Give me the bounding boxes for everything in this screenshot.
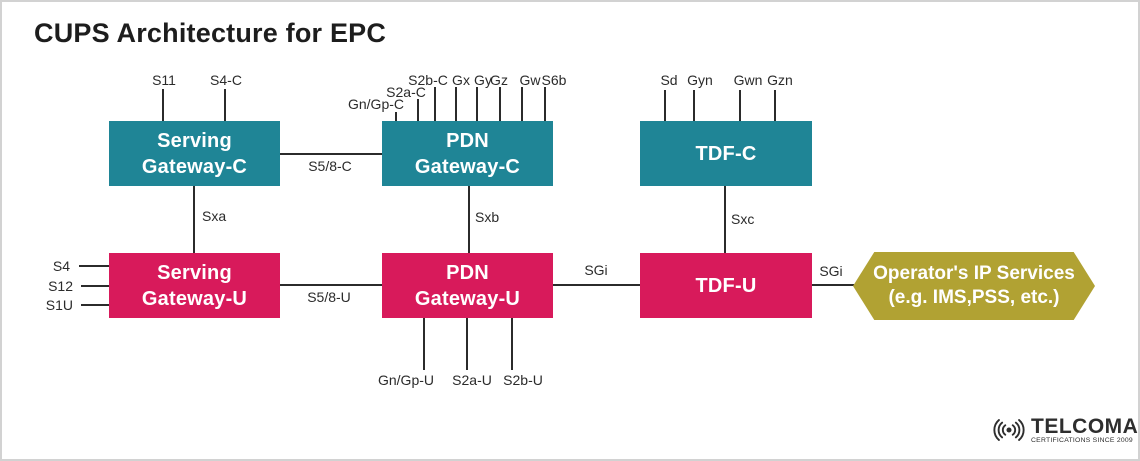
node-serving-gateway-c: Serving Gateway-C — [109, 121, 280, 186]
node-label: Gateway-C — [141, 155, 248, 178]
interface-label-sxa: Sxa — [202, 208, 227, 224]
interface-label-gz: Gz — [490, 72, 508, 88]
wireless-signal-icon — [993, 419, 1025, 441]
node-tdf-c: TDF-C — [640, 121, 812, 186]
node-label: Gateway-C — [414, 155, 521, 178]
node-operator-ip-services: Operator's IP Services (e.g. IMS,PSS, et… — [853, 252, 1095, 320]
interface-label-s12: S12 — [48, 278, 73, 294]
node-label: Gateway-U — [141, 287, 248, 310]
node-tdf-u: TDF-U — [640, 253, 812, 318]
logo-brand: TELCOMA — [1031, 414, 1139, 438]
interface-label-s5-8-c: S5/8-C — [308, 158, 352, 174]
interface-label-s2b-u: S2b-U — [503, 372, 543, 388]
interface-label-sxc: Sxc — [731, 211, 755, 227]
node-pdn-gateway-c: PDN Gateway-C — [382, 121, 553, 186]
node-label: TDF-C — [695, 142, 757, 165]
interface-label-gwn: Gwn — [733, 72, 763, 88]
interface-label-s6b: S6b — [541, 72, 567, 88]
interface-label-gn-gp-c: Gn/Gp-C — [347, 96, 405, 112]
interface-label-s1u: S1U — [45, 297, 73, 313]
interface-label-s11: S11 — [152, 72, 176, 88]
logo-text: TELCOMA CERTIFICATIONS SINCE 2009 — [1031, 414, 1139, 444]
node-label: Serving — [157, 129, 232, 152]
node-label: PDN — [446, 129, 489, 152]
interface-label-sgi-2: SGi — [819, 263, 843, 279]
interface-label-gn-gp-u: Gn/Gp-U — [377, 372, 435, 388]
node-label: TDF-U — [695, 274, 757, 297]
interface-label-s2a-c: S2a-C — [386, 84, 426, 100]
interface-label-gzn: Gzn — [767, 72, 793, 88]
node-label: (e.g. IMS,PSS, etc.) — [888, 287, 1060, 308]
node-label: PDN — [446, 261, 489, 284]
node-serving-gateway-u: Serving Gateway-U — [109, 253, 280, 318]
interface-label-s4-c: S4-C — [210, 72, 242, 88]
node-label: Serving — [157, 261, 232, 284]
interface-label-sxb: Sxb — [475, 209, 500, 225]
interface-label-s2b-c: S2b-C — [408, 72, 448, 88]
interface-label-sgi-1: SGi — [584, 262, 608, 278]
node-label: Operator's IP Services — [873, 263, 1075, 284]
logo-tagline: CERTIFICATIONS SINCE 2009 — [1031, 436, 1133, 444]
interface-label-s5-8-u: S5/8-U — [307, 289, 351, 305]
interface-label-gyn: Gyn — [687, 72, 713, 88]
node-label: Gateway-U — [414, 287, 521, 310]
interface-label-gw: Gw — [519, 72, 541, 88]
diagram-title: CUPS Architecture for EPC — [34, 18, 387, 48]
telcoma-logo: TELCOMA CERTIFICATIONS SINCE 2009 — [990, 415, 1138, 445]
interface-label-s4: S4 — [52, 258, 70, 274]
interface-label-gx: Gx — [452, 72, 470, 88]
interface-label-sd: Sd — [660, 72, 678, 88]
node-pdn-gateway-u: PDN Gateway-U — [382, 253, 553, 318]
interface-label-gy: Gy — [474, 72, 492, 88]
interface-label-s2a-u: S2a-U — [452, 372, 492, 388]
